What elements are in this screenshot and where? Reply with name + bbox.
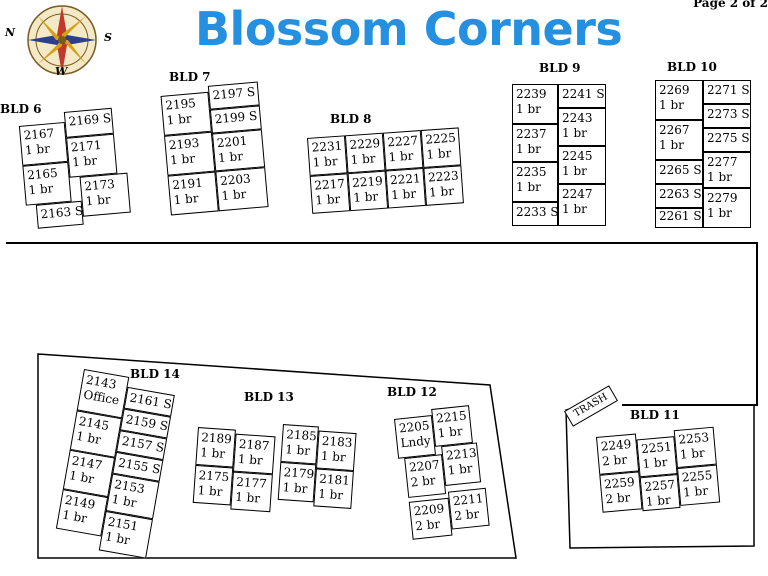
compass-n-label: N: [5, 26, 16, 39]
building-label: BLD 11: [630, 408, 680, 422]
unit-2263-s: 2263 S: [655, 184, 703, 208]
compass-s-label: S: [104, 31, 112, 44]
road-line-right: [756, 242, 758, 406]
compass-rose-icon: [27, 5, 97, 75]
unit-2261-s: 2261 S: [655, 208, 703, 228]
unit-2265-s: 2265 S: [655, 160, 703, 184]
unit-2271-s: 2271 S: [703, 80, 751, 104]
building-label: BLD 9: [539, 61, 581, 75]
unit-2241-s: 2241 S: [558, 84, 606, 108]
unit-2273-s: 2273 S: [703, 104, 751, 128]
unit-2163-s: 2163 S: [35, 200, 84, 229]
building-label: BLD 14: [130, 367, 180, 381]
building-label: BLD 6: [0, 102, 42, 116]
page-number: Page 2 of 2: [693, 0, 768, 10]
road-line-upper: [6, 242, 758, 244]
road-line-lower: [622, 404, 758, 406]
page-title: Blossom Corners: [195, 2, 623, 56]
building-label: BLD 10: [667, 60, 717, 74]
compass-w-label: W: [55, 65, 68, 78]
building-label: BLD 7: [169, 70, 211, 84]
unit-2275-s: 2275 S: [703, 128, 751, 152]
building-label: BLD 12: [387, 385, 437, 399]
building-label: BLD 8: [330, 112, 372, 126]
building-label: BLD 13: [244, 390, 294, 404]
unit-2233-s: 2233 S: [512, 202, 559, 226]
